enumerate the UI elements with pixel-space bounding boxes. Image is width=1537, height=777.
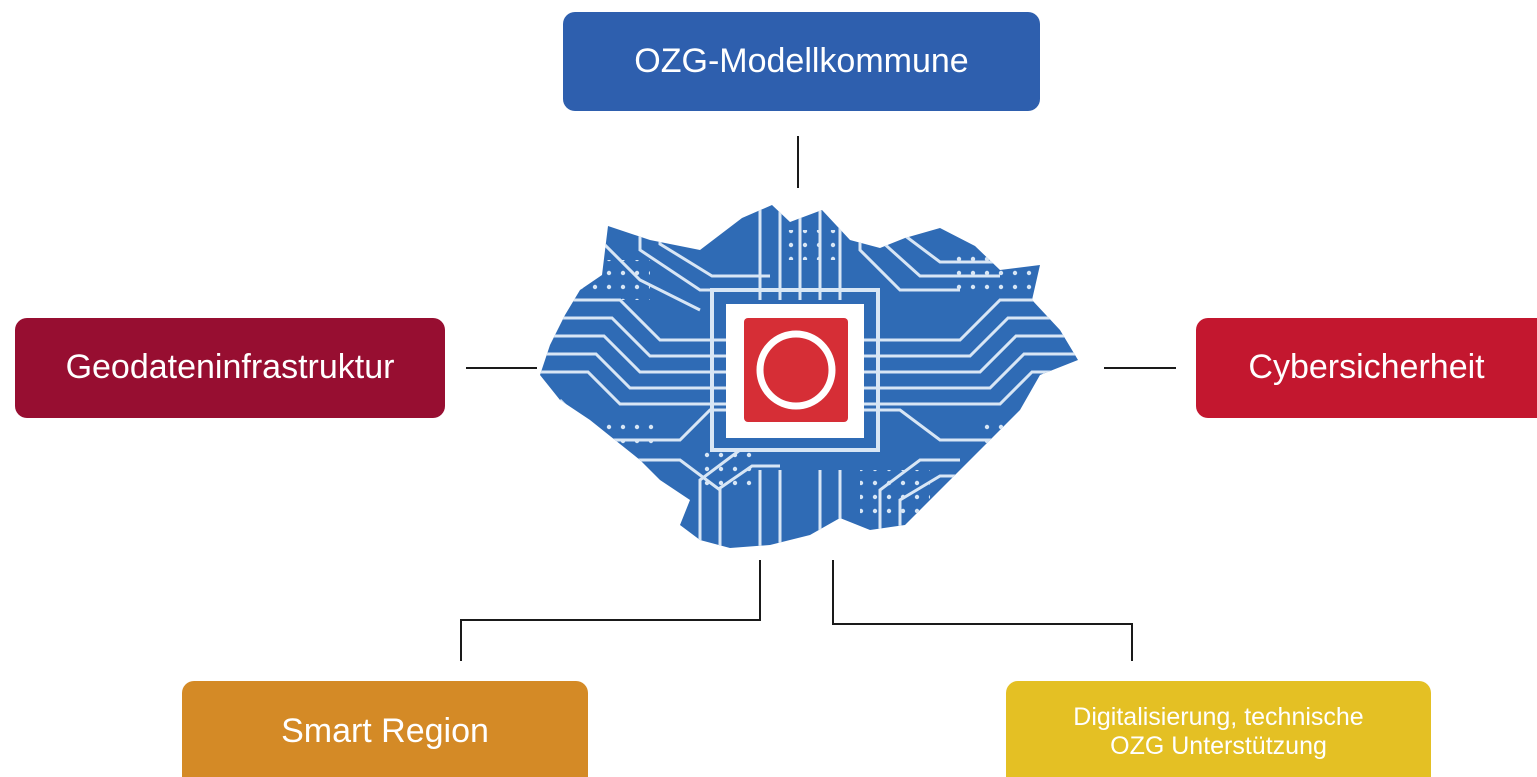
chip-ring-icon	[756, 330, 836, 410]
node-label-line1: Digitalisierung, technische	[1073, 703, 1364, 732]
node-label: Smart Region	[281, 712, 489, 751]
node-geodateninfrastruktur: Geodateninfrastruktur	[15, 318, 445, 418]
node-smart-region: Smart Region	[182, 681, 588, 777]
node-label-line2: OZG Unterstützung	[1110, 732, 1327, 760]
node-label: Cybersicherheit	[1248, 348, 1485, 387]
connector-bottom-left	[460, 560, 761, 661]
connector-bottom-right	[832, 560, 1133, 661]
node-cybersicherheit: Cybersicherheit	[1196, 318, 1537, 418]
node-ozg-modellkommune: OZG-Modellkommune	[563, 12, 1040, 111]
chip-outline	[710, 288, 880, 452]
node-label: OZG-Modellkommune	[634, 41, 969, 80]
node-label: Geodateninfrastruktur	[65, 348, 395, 387]
node-digitalisierung: Digitalisierung, technische OZG Unterstü…	[1006, 681, 1431, 777]
